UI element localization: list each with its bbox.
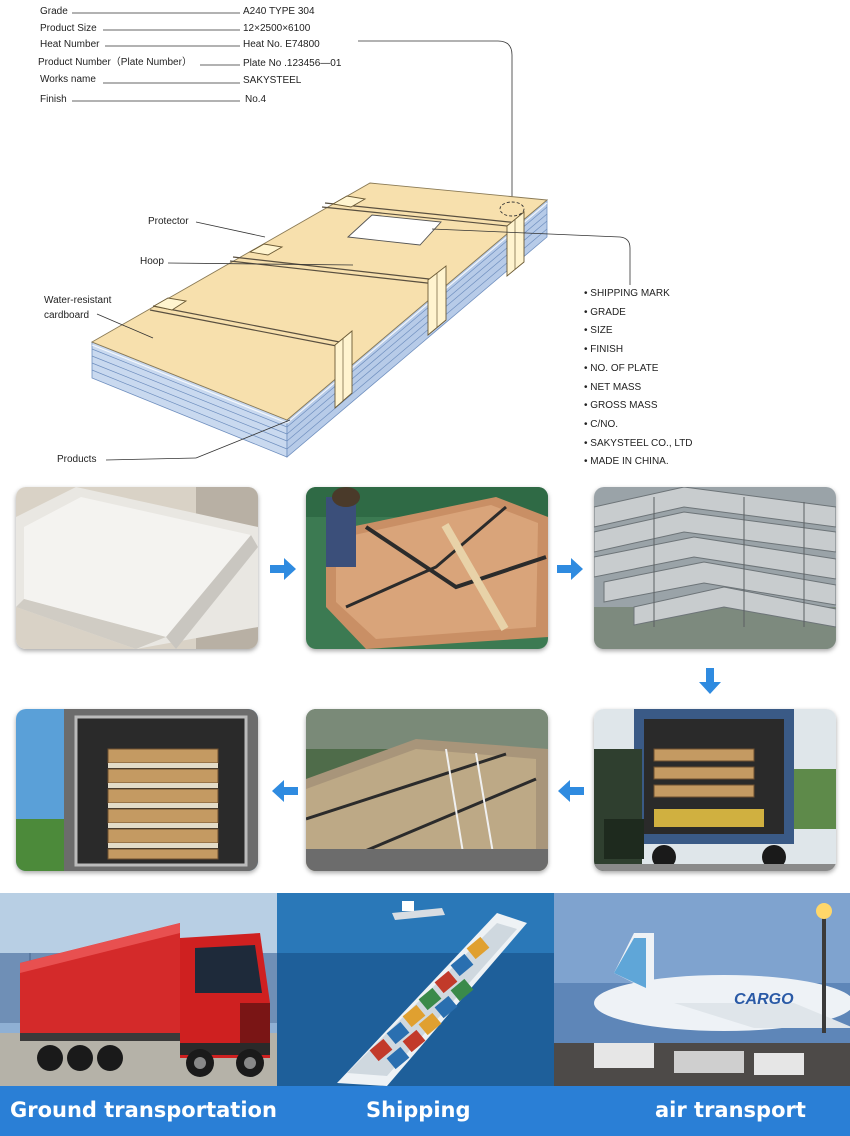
shipping-mark-item: SHIPPING MARK xyxy=(584,285,693,304)
shipping-mark-list: SHIPPING MARK GRADE SIZE FINISH NO. OF P… xyxy=(584,285,693,472)
spec-label-heat: Heat Number xyxy=(40,39,100,50)
caption-air-transport: air transport xyxy=(655,1098,806,1122)
arrow-right-icon xyxy=(270,558,296,580)
callout-products: Products xyxy=(57,454,97,465)
transport-caption-bar: Ground transportation Shipping air trans… xyxy=(0,1086,850,1136)
shipping-mark-item: NO. OF PLATE xyxy=(584,360,693,379)
spec-value-works: SAKYSTEEL xyxy=(243,75,302,86)
spec-label-finish: Finish xyxy=(40,94,67,105)
spec-value-grade: A240 TYPE 304 xyxy=(243,6,315,17)
stacked-bundles-photo xyxy=(594,487,836,649)
callout-cardboard-line2: cardboard xyxy=(44,310,90,321)
shipping-mark-item: GROSS MASS xyxy=(584,397,693,416)
spec-value-plate: Plate No .123456—01 xyxy=(243,58,342,69)
shipping-mark-item: NET MASS xyxy=(584,379,693,398)
spec-label-works: Works name xyxy=(40,74,96,85)
arrow-left-icon xyxy=(558,780,584,802)
transport-section: CARGO Ground transportation Shipping air… xyxy=(0,893,850,1136)
shipping-mark-item: SIZE xyxy=(584,322,693,341)
arrow-down-icon xyxy=(699,668,721,694)
shipping-mark-item: C/NO. xyxy=(584,416,693,435)
arrow-right-icon xyxy=(557,558,583,580)
ground-transport-photo xyxy=(0,893,277,1086)
callout-protector: Protector xyxy=(148,216,189,227)
strapped-load-photo xyxy=(306,709,548,871)
spec-label-grade: Grade xyxy=(40,6,68,17)
spec-value-size: 12×2500×6100 xyxy=(243,23,311,34)
plate-stack xyxy=(90,182,549,458)
spec-label-size: Product Size xyxy=(40,23,97,34)
caption-shipping: Shipping xyxy=(366,1098,471,1122)
spec-value-finish: No.4 xyxy=(245,94,267,105)
spec-label-plate: Product Number（Plate Number） xyxy=(38,57,192,68)
caption-ground-transport: Ground transportation xyxy=(10,1098,277,1122)
shipping-mark-item: FINISH xyxy=(584,341,693,360)
arrow-left-icon xyxy=(272,780,298,802)
loaded-container-photo xyxy=(16,709,258,871)
wood-wrapping-photo xyxy=(306,487,548,649)
packing-diagram: Grade A240 TYPE 304 Product Size 12×2500… xyxy=(0,0,850,478)
spec-value-heat: Heat No. E74800 xyxy=(243,39,320,50)
forklift-loading-photo xyxy=(594,709,836,871)
air-transport-photo: CARGO xyxy=(554,893,850,1086)
shipping-photo xyxy=(277,893,554,1086)
callout-hoop: Hoop xyxy=(140,256,164,267)
callout-cardboard-line1: Water-resistant xyxy=(44,295,112,306)
shipping-mark-item: GRADE xyxy=(584,304,693,323)
plane-livery-text: CARGO xyxy=(734,991,794,1008)
stainless-sheet-photo xyxy=(16,487,258,649)
packing-illustration xyxy=(72,12,631,461)
shipping-mark-item: SAKYSTEEL CO., LTD xyxy=(584,435,692,454)
shipping-mark-item: MADE IN CHINA. xyxy=(584,453,693,472)
